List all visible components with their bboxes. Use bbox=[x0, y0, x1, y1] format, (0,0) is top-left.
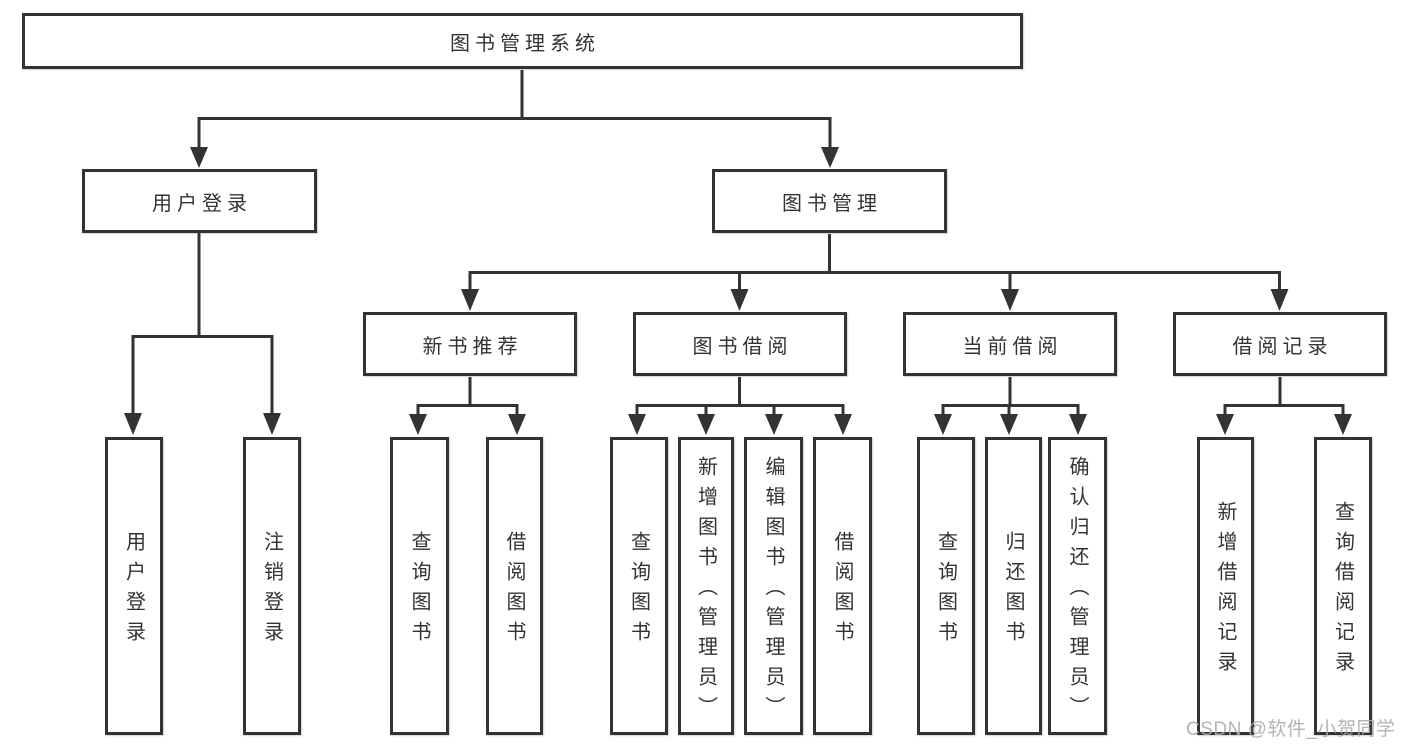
node-library-system: 图书管理系统 bbox=[22, 13, 1023, 69]
leaf-return-books: 归还图书 bbox=[985, 437, 1042, 735]
node-borrow-records: 借阅记录 bbox=[1173, 312, 1387, 376]
node-label: 编辑图书（管理员） bbox=[762, 456, 784, 726]
node-label: 确认归还（管理员） bbox=[1066, 456, 1088, 726]
node-label: 用户登录 bbox=[152, 192, 252, 215]
node-label: 用户登录 bbox=[122, 531, 145, 651]
node-book-management: 图书管理 bbox=[712, 169, 947, 233]
node-label: 借阅记录 bbox=[1232, 335, 1333, 358]
arrowheads bbox=[124, 147, 1352, 435]
node-book-borrowing: 图书借阅 bbox=[633, 312, 847, 376]
node-label: 图书借阅 bbox=[692, 335, 793, 358]
leaf-query-books-current: 查询图书 bbox=[917, 437, 975, 735]
node-label: 查询图书 bbox=[627, 531, 650, 651]
leaf-borrow-books: 借阅图书 bbox=[813, 437, 872, 735]
leaf-add-borrow-record: 新增借阅记录 bbox=[1197, 437, 1254, 735]
leaf-user-login: 用户登录 bbox=[105, 437, 163, 735]
node-label: 查询图书 bbox=[408, 531, 430, 651]
node-label: 图书管理 bbox=[782, 192, 882, 215]
node-label: 新书推荐 bbox=[422, 335, 523, 358]
leaf-query-borrow-record: 查询借阅记录 bbox=[1314, 437, 1372, 735]
leaf-borrow-books-recommend: 借阅图书 bbox=[486, 437, 543, 735]
csdn-watermark: CSDN @软件_小贺同学 bbox=[1186, 719, 1396, 740]
leaf-logout: 注销登录 bbox=[243, 437, 301, 735]
leaf-query-books-borrowing: 查询图书 bbox=[610, 437, 668, 735]
node-label: 图书管理系统 bbox=[450, 32, 600, 55]
node-new-book-recommend: 新书推荐 bbox=[363, 312, 577, 376]
node-label: 查询借阅记录 bbox=[1331, 501, 1354, 681]
node-label: 查询图书 bbox=[934, 531, 957, 651]
node-label: 注销登录 bbox=[260, 531, 283, 651]
node-current-borrowing: 当前借阅 bbox=[903, 312, 1117, 376]
node-label: 新增图书（管理员） bbox=[694, 456, 717, 726]
leaf-confirm-return-admin: 确认归还（管理员） bbox=[1048, 437, 1107, 735]
node-label: 归还图书 bbox=[1002, 531, 1024, 651]
node-label: 借阅图书 bbox=[503, 531, 525, 651]
node-user-login: 用户登录 bbox=[82, 169, 317, 233]
node-label: 当前借阅 bbox=[962, 335, 1063, 358]
leaf-query-books-recommend: 查询图书 bbox=[390, 437, 449, 735]
node-label: 借阅图书 bbox=[831, 531, 853, 651]
leaf-add-books-admin: 新增图书（管理员） bbox=[678, 437, 734, 735]
node-label: 新增借阅记录 bbox=[1214, 501, 1236, 681]
leaf-edit-books-admin: 编辑图书（管理员） bbox=[744, 437, 803, 735]
